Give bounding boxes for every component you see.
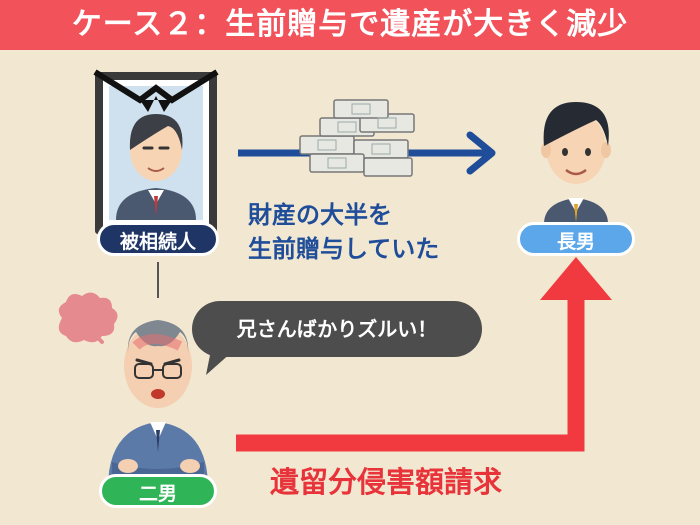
eldest-son-label: 長男 <box>517 222 635 256</box>
eldest-son-figure <box>541 102 611 224</box>
claim-arrow <box>236 257 612 452</box>
second-son-label: 二男 <box>99 474 217 508</box>
memorial-portrait <box>93 69 219 234</box>
anger-puff-icon <box>58 292 118 344</box>
gift-caption-line1: 財産の大半を <box>248 201 392 229</box>
speech-bubble: 兄さんばかりズルい！ <box>192 301 482 357</box>
gift-caption-line2: 生前贈与していた <box>248 235 440 263</box>
decedent-label: 被相続人 <box>97 222 219 256</box>
money-stack-icon <box>299 99 415 177</box>
second-son-figure <box>108 320 208 488</box>
title-banner: ケース２：生前贈与で遺産が大きく減少 <box>0 0 700 50</box>
claim-caption: 遺留分侵害額請求 <box>270 465 503 499</box>
